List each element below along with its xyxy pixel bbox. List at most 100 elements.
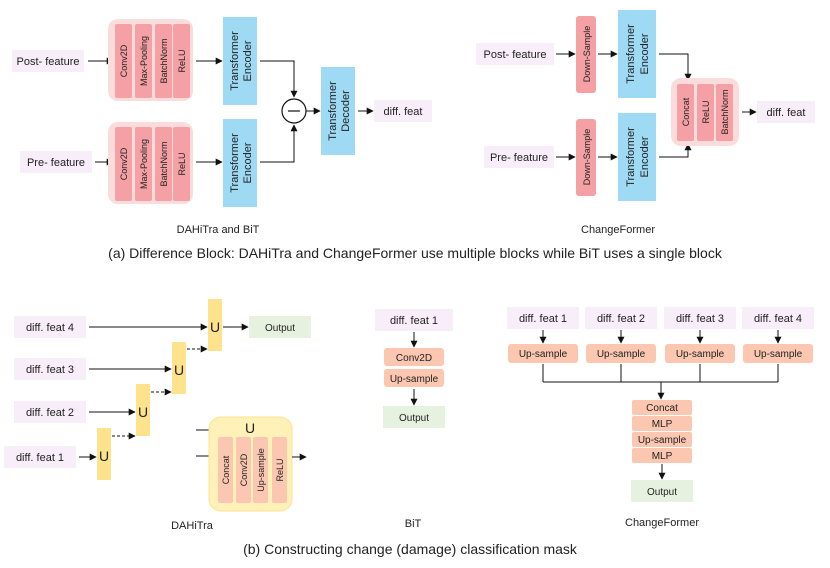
- arrow: [260, 124, 298, 163]
- output-label: Output: [399, 413, 429, 424]
- upsample-block: [632, 432, 692, 447]
- upsample-block: [384, 369, 444, 387]
- diff-feat-2-box: [585, 307, 657, 329]
- u-label: U: [174, 362, 184, 378]
- diff-feat-label: diff. feat 2: [597, 313, 645, 325]
- output-label: Output: [265, 323, 295, 334]
- encoder-label: Transformer: [229, 31, 241, 91]
- subfigure-label: ChangeFormer: [625, 517, 699, 529]
- stack-label: MLP: [652, 451, 673, 462]
- diff-feat-label: diff. feat 2: [26, 407, 74, 419]
- u-block-1: [97, 428, 111, 480]
- transformer-encoder-bottom: [618, 113, 656, 201]
- diff-feat-4-box: [14, 316, 86, 338]
- upsample-block-2: [586, 344, 656, 363]
- mlp-block: [632, 448, 692, 463]
- batchnorm-block: [155, 24, 172, 98]
- op-label: Concat: [681, 97, 691, 126]
- op-label: ReLU: [275, 458, 285, 481]
- op-label: Max-Pooling: [139, 139, 149, 189]
- stack-label: MLP: [652, 419, 673, 430]
- down-sample-label: Down-Sample: [582, 26, 592, 83]
- bit-mask-decoder: diff. feat 1 Conv2D Up-sample Output BiT: [375, 309, 453, 530]
- upsample-block: [253, 437, 268, 503]
- caption-b: (b) Constructing change (damage) classif…: [243, 541, 578, 557]
- output-box: [383, 406, 445, 428]
- diff-feat-output-box: [374, 100, 432, 122]
- diff-feat-label: diff. feat 3: [676, 313, 724, 325]
- relu-block: [697, 84, 714, 141]
- upsample-label: Up-sample: [597, 349, 646, 360]
- post-feature-label: Post- feature: [484, 49, 547, 61]
- op-label: Conv2D: [239, 453, 249, 486]
- diff-feat-4-box: [742, 307, 814, 329]
- op-label: BatchNorm: [159, 38, 169, 83]
- transformer-encoder-bottom: [223, 119, 257, 207]
- op-label: Up-sample: [390, 374, 439, 385]
- op-label: Concat: [221, 455, 231, 484]
- diff-feat-label: diff. feat 1: [519, 313, 567, 325]
- op-label: Conv2D: [119, 44, 129, 77]
- conv2d-block: [115, 127, 132, 201]
- batchnorm-block: [155, 127, 172, 201]
- concat-block: [677, 84, 694, 141]
- relu-block: [173, 24, 190, 98]
- upsample-block-3: [665, 344, 735, 363]
- changeformer-mask-decoder: diff. feat 1 diff. feat 2 diff. feat 3 d…: [507, 307, 814, 529]
- encoder-label: Transformer: [229, 133, 241, 193]
- decoder-label: Transformer: [327, 81, 339, 141]
- op-label: ReLU: [701, 100, 711, 123]
- diff-feat-1-box: [507, 307, 579, 329]
- op-label: BatchNorm: [720, 89, 730, 134]
- diff-feat-1-box: [4, 446, 76, 468]
- u-detail-title: U: [245, 420, 255, 436]
- diff-feat-label: diff. feat 3: [26, 364, 74, 376]
- diff-feat-output-label: diff. feat: [384, 106, 423, 118]
- post-feature-box: [476, 43, 554, 65]
- op-label: ReLU: [177, 49, 187, 72]
- pre-feature-label: Pre- feature: [27, 157, 85, 169]
- diff-feat-1-box: [375, 309, 453, 331]
- op-label: ReLU: [177, 152, 187, 175]
- upsample-label: Up-sample: [519, 349, 568, 360]
- batchnorm-block: [716, 84, 733, 141]
- upsample-label: Up-sample: [676, 349, 725, 360]
- pre-feature-box: [484, 146, 554, 168]
- relu-block: [272, 437, 287, 503]
- diff-feat-label: diff. feat 1: [16, 452, 64, 464]
- encoder-label: Encoder: [639, 136, 651, 177]
- arrow: [659, 143, 692, 158]
- transformer-decoder: [321, 67, 355, 155]
- u-block-3: [172, 342, 186, 394]
- down-sample-bottom: [576, 119, 596, 196]
- post-feature-label: Post- feature: [17, 56, 80, 68]
- conv2d-block: [384, 348, 444, 366]
- u-block-4: [208, 299, 222, 351]
- conv2d-block: [236, 437, 251, 503]
- post-feature-box: [12, 50, 84, 72]
- concat-block: [632, 400, 692, 415]
- op-label: Conv2D: [119, 147, 129, 180]
- upsample-block-1: [508, 344, 578, 363]
- pre-feature-label: Pre- feature: [490, 152, 548, 164]
- conv2d-block: [115, 24, 132, 98]
- encoder-label: Transformer: [625, 24, 637, 84]
- upsample-label: Up-sample: [754, 349, 803, 360]
- pre-feature-box: [20, 151, 92, 173]
- u-label: U: [138, 404, 148, 420]
- transformer-encoder-top: [618, 10, 656, 98]
- diff-feat-label: diff. feat 4: [26, 322, 74, 334]
- op-label: Conv2D: [396, 353, 432, 364]
- mlp-block: [632, 416, 692, 431]
- diff-feat-label: diff. feat 1: [390, 315, 438, 327]
- stack-label: Up-sample: [638, 435, 687, 446]
- concat-block: [218, 437, 233, 503]
- output-label: Output: [647, 487, 677, 498]
- u-label: U: [210, 319, 220, 335]
- op-label: Up-sample: [256, 448, 266, 492]
- arrow: [659, 53, 692, 81]
- decoder-label: Decoder: [340, 90, 352, 132]
- dahitra-mask-decoder: diff. feat 4 diff. feat 3 diff. feat 2 d…: [4, 299, 311, 532]
